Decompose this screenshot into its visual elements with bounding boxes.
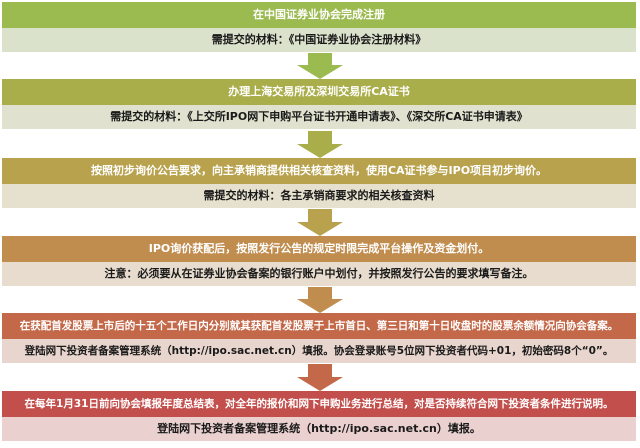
down-arrow-icon: [297, 287, 343, 313]
step-4-detail: 注意：必须要从在证券业协会备案的银行账户中划付，并按照发行公告的要求填写备注。: [2, 262, 636, 286]
step-6: 在每年1月31日前向协会填报年度总结表，对全年的报价和网下申购业务进行总结，对是…: [2, 391, 636, 441]
step-5-title: 在获配首发股票上市后的十五个工作日内分别就其获配首发股票于上市首日、第三日和第十…: [2, 313, 636, 339]
step-2-detail: 需提交的材料：《上交所IPO网下申购平台证书开通申请表》、《深交所CA证书申请表…: [2, 105, 636, 129]
down-arrow-icon: [297, 364, 343, 391]
step-3: 按照初步询价公告要求，向主承销商提供相关核查资料，使用CA证书参与IPO项目初步…: [2, 158, 636, 208]
step-1-title: 在中国证券业协会完成注册: [2, 2, 636, 28]
down-arrow-icon: [297, 53, 343, 79]
down-arrow-icon: [297, 209, 343, 236]
step-5-detail: 登陆网下投资者备案管理系统（http://ipo.sac.net.cn）填报。协…: [2, 339, 636, 363]
step-6-title: 在每年1月31日前向协会填报年度总结表，对全年的报价和网下申购业务进行总结，对是…: [2, 391, 636, 417]
step-5: 在获配首发股票上市后的十五个工作日内分别就其获配首发股票于上市首日、第三日和第十…: [2, 313, 636, 363]
down-arrow-icon: [297, 131, 343, 158]
step-4-title: IPO询价获配后，按照发行公告的规定时限完成平台操作及资金划付。: [2, 236, 636, 262]
step-4: IPO询价获配后，按照发行公告的规定时限完成平台操作及资金划付。 注意：必须要从…: [2, 236, 636, 286]
step-6-detail: 登陆网下投资者备案管理系统（http://ipo.sac.net.cn）填报。: [2, 417, 636, 441]
step-3-detail: 需提交的材料：各主承销商要求的相关核查资料: [2, 184, 636, 208]
step-2-title: 办理上海交易所及深圳交易所CA证书: [2, 79, 636, 105]
step-1: 在中国证券业协会完成注册 需提交的材料：《中国证券业协会注册材料》: [2, 2, 636, 52]
step-3-title: 按照初步询价公告要求，向主承销商提供相关核查资料，使用CA证书参与IPO项目初步…: [2, 158, 636, 184]
step-2: 办理上海交易所及深圳交易所CA证书 需提交的材料：《上交所IPO网下申购平台证书…: [2, 79, 636, 129]
step-1-detail: 需提交的材料：《中国证券业协会注册材料》: [2, 28, 636, 52]
